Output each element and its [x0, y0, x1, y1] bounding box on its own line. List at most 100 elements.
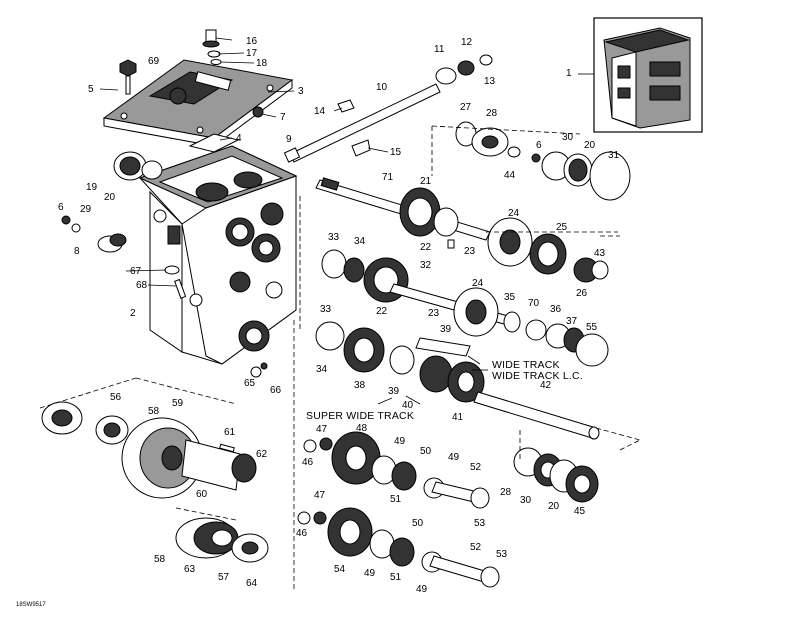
callout-62: 62	[256, 449, 268, 460]
figure-code: 18SW9517	[16, 602, 46, 608]
callout-64: 64	[246, 578, 258, 589]
callout-57: 57	[218, 572, 230, 583]
callout-50b: 50	[412, 518, 424, 529]
callout-3: 3	[298, 86, 304, 97]
callout-10: 10	[376, 82, 388, 93]
callout-49d: 49	[416, 584, 428, 595]
callout-22a: 22	[420, 242, 432, 253]
callout-56: 56	[110, 392, 122, 403]
callout-25: 25	[556, 222, 568, 233]
oil-seal-housing	[113, 151, 163, 181]
callout-42: 42	[540, 380, 552, 391]
callout-70: 70	[528, 298, 540, 309]
callout-66: 66	[270, 385, 282, 396]
callout-8: 8	[74, 246, 80, 257]
callout-11: 11	[434, 44, 445, 55]
callout-33b: 33	[320, 304, 332, 315]
callout-43: 43	[594, 248, 606, 259]
callout-47b: 47	[314, 490, 326, 501]
callout-13: 13	[484, 76, 496, 87]
callout-58b: 58	[154, 554, 166, 565]
leader-lines	[99, 37, 389, 287]
drain-plug	[250, 362, 268, 378]
callout-50a: 50	[420, 446, 432, 457]
callout-18: 18	[256, 58, 268, 69]
callout-23b: 23	[428, 308, 440, 319]
callout-40: 40	[402, 400, 414, 411]
callout-14: 14	[314, 106, 326, 117]
callout-29: 29	[80, 204, 92, 215]
callout-28b: 28	[500, 487, 512, 498]
callout-24b: 24	[472, 278, 484, 289]
note-super-wide-track: SUPER WIDE TRACK	[306, 410, 414, 422]
callout-36: 36	[550, 304, 562, 315]
sprocket-group	[41, 401, 257, 499]
callout-32: 32	[420, 260, 432, 271]
callout-28a: 28	[486, 108, 498, 119]
callout-2: 2	[130, 308, 136, 319]
shift-shaft	[283, 54, 493, 163]
callout-35: 35	[504, 292, 516, 303]
callout-12: 12	[461, 37, 473, 48]
callout-9: 9	[286, 134, 292, 145]
callout-61: 61	[224, 427, 236, 438]
callout-15: 15	[390, 147, 402, 158]
callout-24a: 24	[508, 208, 520, 219]
callout-17: 17	[246, 48, 258, 59]
callout-52a: 52	[470, 462, 482, 473]
callout-38: 38	[354, 380, 366, 391]
callout-67: 67	[130, 266, 142, 277]
callout-6b: 6	[536, 140, 542, 151]
callout-39a: 39	[440, 324, 452, 335]
callout-49a: 49	[394, 436, 406, 447]
cover-bolt	[119, 59, 137, 95]
callout-41: 41	[452, 412, 464, 423]
input-shaft-assembly	[315, 177, 618, 283]
callout-7: 7	[280, 112, 286, 123]
callout-58a: 58	[148, 406, 160, 417]
callout-23a: 23	[464, 246, 476, 257]
assembly-guide-lines	[39, 125, 641, 590]
callout-69: 69	[148, 56, 160, 67]
callout-44: 44	[504, 170, 516, 181]
callout-30a: 30	[562, 132, 574, 143]
sprocket-hub-group	[175, 517, 269, 563]
callout-30b: 30	[520, 495, 532, 506]
callout-34a: 34	[354, 236, 366, 247]
callout-4: 4	[236, 133, 242, 144]
bearing-group-right	[513, 447, 599, 503]
callout-6a: 6	[58, 202, 64, 213]
note-wide-track: WIDE TRACK	[492, 359, 560, 371]
callout-21: 21	[420, 176, 432, 187]
callout-63: 63	[184, 564, 196, 575]
callout-31: 31	[608, 150, 620, 161]
callout-20a: 20	[104, 192, 116, 203]
callout-46b: 46	[296, 528, 308, 539]
fill-plug	[61, 215, 127, 253]
callout-22b: 22	[376, 306, 388, 317]
note-arrows	[377, 355, 488, 405]
cover-screw	[252, 106, 264, 118]
callout-68: 68	[136, 280, 148, 291]
callout-1: 1	[566, 68, 572, 79]
callout-27: 27	[460, 102, 472, 113]
callout-48: 48	[356, 423, 368, 434]
callout-labels: 1 2 3 4 5 6 6 7 8 9 10 11 12 13 14 15 16…	[58, 36, 620, 595]
inset-assembled-gearbox	[578, 17, 703, 133]
callout-59: 59	[172, 398, 184, 409]
gearbox-housing	[138, 145, 298, 365]
callout-52b: 52	[470, 542, 482, 553]
countershaft-assembly	[321, 249, 609, 367]
low-gear-group	[297, 507, 500, 588]
variant-notes: WIDE TRACK WIDE TRACK L.C. SUPER WIDE TR…	[306, 359, 583, 422]
callout-60: 60	[196, 489, 208, 500]
callout-19: 19	[86, 182, 98, 193]
callout-20b: 20	[584, 140, 596, 151]
output-shaft	[473, 391, 641, 441]
callout-65: 65	[244, 378, 256, 389]
callout-46a: 46	[302, 457, 314, 468]
reverse-gear-group	[303, 431, 490, 509]
callout-45: 45	[574, 506, 586, 517]
callout-47a: 47	[316, 424, 328, 435]
